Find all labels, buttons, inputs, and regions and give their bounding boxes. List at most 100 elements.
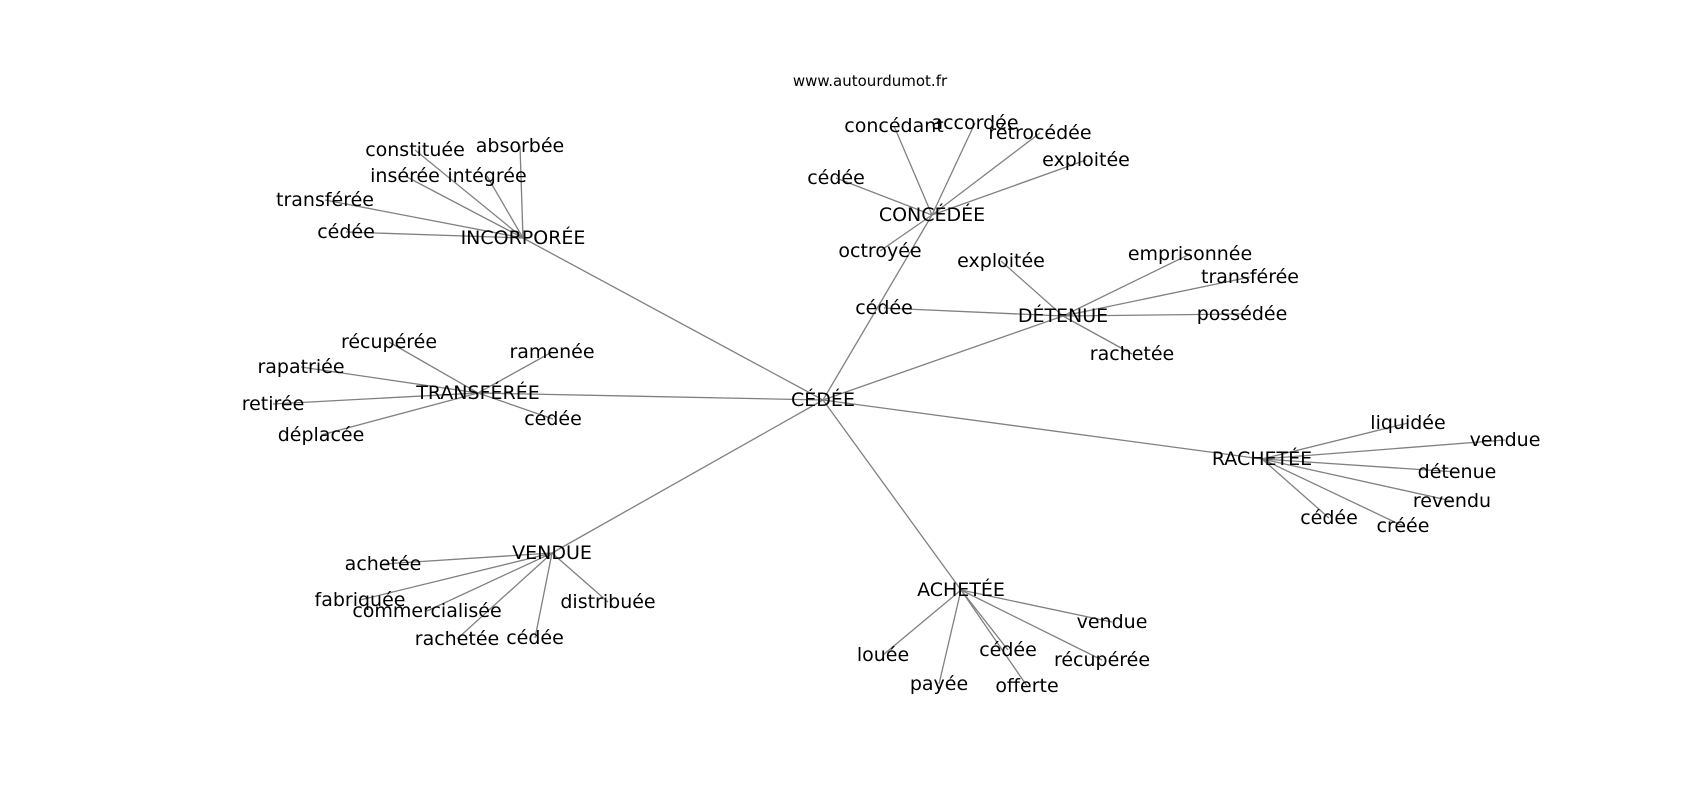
leaf-node: rachetée bbox=[415, 628, 499, 650]
edge-hub-leaf bbox=[388, 341, 479, 394]
hub-node: INCORPORÉE bbox=[461, 226, 586, 249]
edge-center-hub bbox=[822, 214, 933, 401]
edge-hub-leaf bbox=[519, 145, 524, 239]
hub-node: ACHETÉE bbox=[917, 578, 1005, 601]
leaf-node: détenue bbox=[1418, 461, 1497, 483]
hub-node: RACHETÉE bbox=[1212, 447, 1312, 470]
edge-hub-leaf bbox=[414, 149, 524, 239]
edge-hub-leaf bbox=[931, 132, 1041, 216]
edge-hub-leaf bbox=[1062, 253, 1191, 317]
leaf-node: cédée bbox=[807, 167, 865, 189]
edge-center-hub bbox=[477, 392, 824, 401]
leaf-node: cédée bbox=[1300, 507, 1358, 529]
edge-hub-leaf bbox=[300, 366, 479, 394]
edge-hub-leaf bbox=[1261, 439, 1506, 460]
leaf-node: revendu bbox=[1413, 490, 1491, 512]
edge-hub-leaf bbox=[359, 552, 553, 601]
leaf-node: possédée bbox=[1197, 303, 1288, 325]
leaf-node: payée bbox=[910, 673, 968, 695]
leaf-node: insérée bbox=[370, 165, 440, 187]
edge-center-hub bbox=[822, 399, 1263, 460]
leaf-node: transférée bbox=[1201, 266, 1299, 288]
edge-hub-leaf bbox=[1062, 315, 1133, 355]
edge-center-hub bbox=[522, 237, 824, 401]
edge-hub-leaf bbox=[835, 177, 933, 216]
edge-hub-leaf bbox=[551, 552, 609, 603]
edge-center-hub bbox=[822, 315, 1064, 401]
edge-hub-leaf bbox=[272, 392, 479, 405]
leaf-node: emprisonnée bbox=[1128, 243, 1252, 265]
leaf-node: louée bbox=[857, 644, 909, 666]
leaf-node: cédée bbox=[524, 408, 582, 430]
edge-hub-leaf bbox=[1062, 276, 1251, 317]
leaf-node: distribuée bbox=[560, 591, 655, 613]
leaf-node: liquidée bbox=[1370, 412, 1445, 434]
edge-hub-leaf bbox=[1062, 313, 1243, 317]
leaf-node: créée bbox=[1377, 515, 1430, 537]
edge-center-hub bbox=[551, 399, 824, 554]
leaf-node: cédée bbox=[855, 297, 913, 319]
leaf-node: concédant bbox=[844, 115, 943, 137]
leaf-node: absorbée bbox=[476, 135, 564, 157]
leaf-node: rétrocédée bbox=[988, 122, 1091, 144]
leaf-node: vendue bbox=[1077, 611, 1148, 633]
leaf-node: octroyée bbox=[838, 240, 921, 262]
edge-hub-leaf bbox=[883, 307, 1064, 317]
hub-node: TRANSFÉRÉE bbox=[415, 381, 539, 404]
leaf-node: récupérée bbox=[341, 331, 437, 353]
leaf-node: offerte bbox=[995, 675, 1058, 697]
leaf-node: transférée bbox=[276, 189, 374, 211]
leaf-node: cédée bbox=[506, 627, 564, 649]
hub-node: VENDUE bbox=[512, 542, 592, 564]
leaf-node: rapatriée bbox=[257, 356, 344, 378]
hub-node: CONCÉDÉE bbox=[879, 203, 985, 226]
leaf-node: cédée bbox=[979, 639, 1037, 661]
edge-hub-leaf bbox=[1261, 458, 1458, 473]
edge-hub-leaf bbox=[477, 351, 553, 394]
edge-hub-leaf bbox=[1000, 260, 1064, 317]
edge-hub-leaf bbox=[931, 122, 976, 216]
edge-hub-leaf bbox=[1261, 458, 1404, 527]
edge-hub-leaf bbox=[345, 231, 524, 239]
edge-hub-leaf bbox=[1261, 458, 1330, 519]
site-label: www.autourdumot.fr bbox=[792, 72, 948, 90]
leaf-node: vendue bbox=[1470, 429, 1541, 451]
leaf-node: rachetée bbox=[1090, 343, 1174, 365]
edge-hub-leaf bbox=[477, 392, 554, 420]
edge-hub-leaf bbox=[960, 589, 1103, 661]
edge-hub-leaf bbox=[320, 392, 479, 436]
edge-hub-leaf bbox=[382, 552, 553, 565]
edge-hub-leaf bbox=[893, 125, 933, 216]
edge-hub-leaf bbox=[882, 589, 962, 656]
edge-hub-leaf bbox=[879, 214, 933, 252]
leaf-node: commercialisée bbox=[352, 600, 501, 622]
edge-hub-leaf bbox=[938, 589, 962, 685]
leaf-node: ramenée bbox=[509, 341, 594, 363]
edge-hub-leaf bbox=[931, 159, 1087, 216]
leaf-node: exploitée bbox=[1042, 149, 1130, 171]
edge-hub-leaf bbox=[486, 175, 524, 239]
leaf-node: accordée bbox=[931, 112, 1018, 134]
edge-hub-leaf bbox=[404, 175, 524, 239]
edge-hub-leaf bbox=[1261, 458, 1453, 502]
leaf-node: cédée bbox=[317, 221, 375, 243]
leaf-node: achetée bbox=[345, 553, 422, 575]
center-node: CÉDÉE bbox=[791, 388, 855, 411]
leaf-node: retirée bbox=[242, 393, 305, 415]
edge-hub-leaf bbox=[324, 199, 524, 239]
leaf-node: récupérée bbox=[1054, 649, 1150, 671]
leaf-node: déplacée bbox=[278, 424, 365, 446]
leaf-node: intégrée bbox=[447, 165, 526, 187]
edge-hub-leaf bbox=[426, 552, 553, 612]
edge-hub-leaf bbox=[534, 552, 553, 639]
leaf-node: exploitée bbox=[957, 250, 1045, 272]
leaf-node: fabriquée bbox=[315, 589, 406, 611]
leaf-node: constituée bbox=[365, 139, 465, 161]
edge-hub-leaf bbox=[960, 589, 1113, 623]
edge-hub-leaf bbox=[1261, 422, 1409, 460]
hub-node: DÉTENUE bbox=[1018, 304, 1108, 327]
edge-center-hub bbox=[822, 399, 962, 591]
edge-hub-leaf bbox=[960, 589, 1028, 687]
edge-hub-leaf bbox=[960, 589, 1009, 651]
